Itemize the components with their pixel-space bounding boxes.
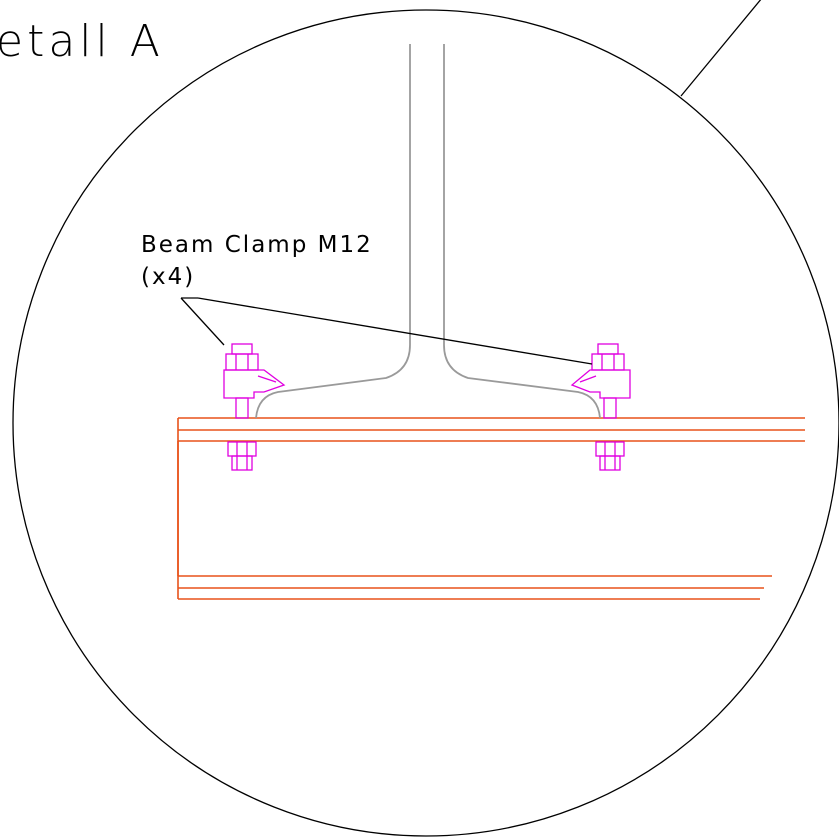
- callout-leader-to-right-clamp: [197, 297, 593, 365]
- vertical-steel-section: [255, 44, 601, 419]
- clamp-left-body: [223, 369, 286, 399]
- clamp-right-nut-mid: [591, 353, 625, 371]
- clamp-left-nut-mid: [225, 353, 259, 371]
- callout-leader-to-left-clamp: [180, 297, 225, 346]
- clamp-left-nut-bottom: [227, 441, 257, 457]
- clamp-right-bolt: [603, 397, 617, 419]
- clamp-left-nut-top: [231, 343, 253, 355]
- beam-clamp-right: [570, 343, 631, 471]
- section-web-right: [443, 44, 601, 419]
- clamp-left-bolt: [235, 397, 249, 419]
- clamp-right-nut-top: [597, 343, 619, 355]
- clamp-left-body-detail: [257, 375, 277, 383]
- clamp-right-body-detail: [579, 375, 597, 383]
- detail-title: etall A: [0, 16, 164, 67]
- clamp-right-washer-bottom: [599, 455, 621, 471]
- callout-label-line-2: (x4): [141, 264, 195, 290]
- clamp-left-washer-bottom: [231, 455, 253, 471]
- detail-reference-leader: [680, 0, 762, 97]
- detail-circle: [12, 9, 839, 837]
- beam-clamp-left: [223, 343, 286, 471]
- horizontal-steel-beam: [177, 417, 805, 600]
- callout-leaders: [180, 297, 593, 365]
- callout-label-line-1: Beam Clamp M12: [141, 232, 373, 258]
- section-web-left: [255, 44, 411, 419]
- clamp-right-body: [570, 369, 631, 399]
- clamp-right-nut-bottom: [595, 441, 625, 457]
